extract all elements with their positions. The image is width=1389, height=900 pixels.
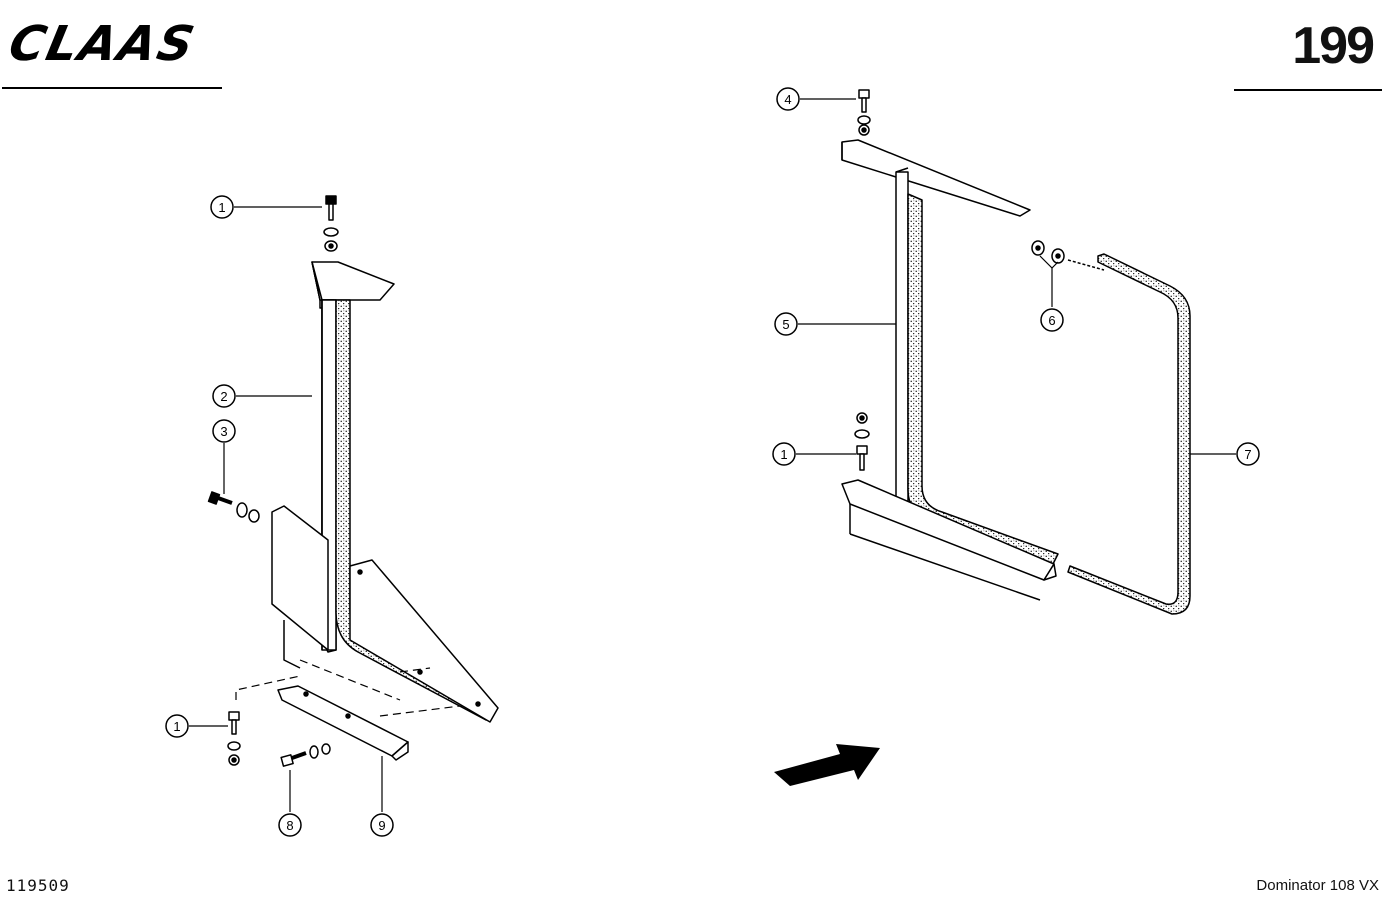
drawing-id: 119509: [6, 876, 70, 895]
left-bottom-rail: [277, 685, 409, 761]
callout-right-top-bolt-label: 4: [784, 92, 791, 107]
callout-right-bolt: 1: [772, 442, 796, 466]
page-number-underline: [1234, 89, 1382, 91]
callout-left-bolt-bottom-label: 1: [173, 719, 180, 734]
callout-left-side-bolt: 3: [212, 419, 236, 443]
leader-lines: [189, 98, 1236, 812]
callout-bubbles: 1 2 3 1 8 9 4: [165, 87, 1260, 837]
left-side-hardware: [207, 491, 260, 523]
right-bottom-bar: [841, 479, 1057, 601]
page-number: 199: [1292, 17, 1375, 75]
right-nut-hardware: [1031, 240, 1065, 264]
callout-left-bottom-bolt: 8: [278, 813, 302, 837]
left-lower-hardware: [227, 711, 241, 766]
right-top-hardware: [857, 89, 871, 136]
callout-right-nuts: 6: [1040, 308, 1064, 332]
left-assembly: [207, 195, 499, 767]
callout-left-bottom-bolt-label: 8: [286, 818, 293, 833]
callout-right-seal-strip: 7: [1236, 442, 1260, 466]
logo-underline: [2, 87, 222, 89]
callout-left-panel: 2: [212, 384, 236, 408]
travel-direction-arrow: [774, 744, 880, 786]
left-bottom-hardware: [280, 743, 331, 767]
callout-right-panel: 5: [774, 312, 798, 336]
callout-left-bolt-bottom: 1: [165, 714, 189, 738]
callout-right-seal-strip-label: 7: [1244, 447, 1251, 462]
right-assembly: [841, 89, 1191, 615]
callout-right-nuts-label: 6: [1048, 313, 1055, 328]
callout-left-side-bolt-label: 3: [220, 424, 227, 439]
right-seal-strip: [1067, 253, 1191, 615]
callout-left-bolt-top: 1: [210, 195, 234, 219]
left-gusset: [349, 559, 499, 723]
callout-left-bottom-rail: 9: [370, 813, 394, 837]
callout-right-bolt-label: 1: [780, 447, 787, 462]
callout-right-top-bolt: 4: [776, 87, 800, 111]
right-top-bar: [841, 139, 1031, 217]
callout-left-panel-label: 2: [220, 389, 227, 404]
callout-left-bolt-top-label: 1: [218, 200, 225, 215]
callout-right-panel-label: 5: [782, 317, 789, 332]
left-fit-lines: [235, 659, 461, 717]
model-name: Dominator 108 VX: [1256, 877, 1379, 894]
callout-left-bottom-rail-label: 9: [378, 818, 385, 833]
left-side-plate: [271, 505, 329, 669]
right-lower-hardware: [854, 412, 870, 471]
left-top-hardware: [323, 195, 339, 252]
